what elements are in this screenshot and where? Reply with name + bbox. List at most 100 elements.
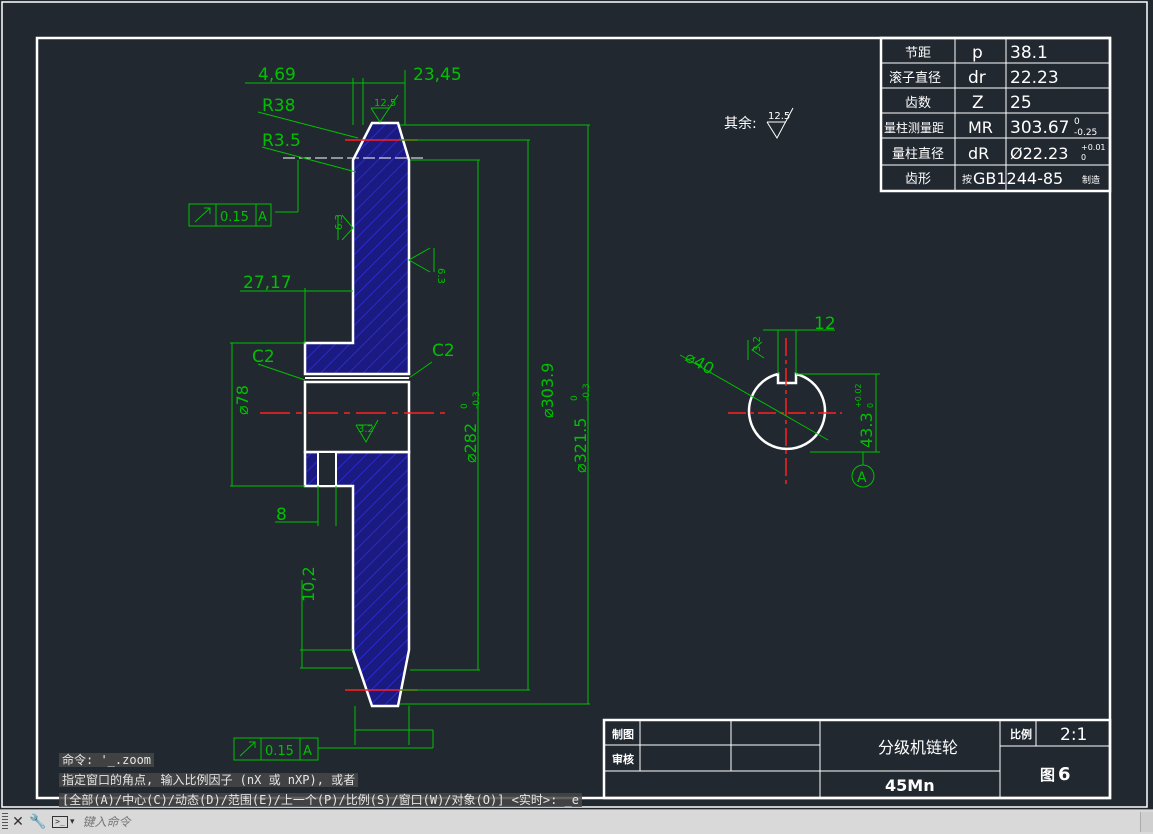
sprocket-section-view xyxy=(260,121,445,708)
dim-12: 12 xyxy=(814,314,836,334)
geometric-tolerance-frame-2: 0.15 A xyxy=(233,737,319,761)
title-block xyxy=(602,718,1112,800)
dim-diameter-321-5-lower: -0.3 xyxy=(582,383,592,401)
other-roughness-value: 12.5 xyxy=(768,111,790,122)
param-symbol-roller: dr xyxy=(968,68,986,88)
param-value-profile: GB1244-85 xyxy=(973,169,1063,188)
roughness-top-text: 12.5 xyxy=(374,98,396,109)
other-roughness-label: 其余: xyxy=(724,115,757,132)
param-value-pin: Ø22.23 xyxy=(1010,144,1068,163)
parameter-table xyxy=(879,36,1112,193)
roughness-bore-text: 3.2 xyxy=(358,424,374,435)
param-label-teeth: 齿数 xyxy=(905,96,931,111)
dim-23-45: 23,45 xyxy=(413,65,462,85)
command-prompt-button[interactable]: >_ ▾ xyxy=(52,816,75,828)
dim-diameter-282: ⌀282 xyxy=(461,423,480,463)
param-label-roller: 滚子直径 xyxy=(889,70,941,86)
drawing-canvas[interactable]: 12.5 6.3 6.3 3.2 4,69 23,45 R38 R3.5 27,… xyxy=(0,0,1153,809)
dim-4-69: 4,69 xyxy=(258,65,296,85)
title-scale-value: 2:1 xyxy=(1060,725,1087,745)
dim-r38: R38 xyxy=(262,96,295,116)
param-symbol-teeth: Z xyxy=(972,93,984,113)
dim-r3-5: R3.5 xyxy=(262,131,301,151)
dim-diameter-321-5-upper: 0 xyxy=(570,395,580,401)
runout-icon xyxy=(239,741,256,757)
command-history-line: 命令: '_.zoom xyxy=(59,750,599,770)
dim-diameter-303-9: ⌀303.9 xyxy=(538,363,557,418)
command-prompt-icon: >_ xyxy=(52,816,68,828)
param-upper-measure: 0 xyxy=(1074,117,1080,127)
sprocket-profile xyxy=(303,121,411,376)
param-value-measure: 303.67 xyxy=(1010,118,1069,138)
dim-43-3-lower: 0 xyxy=(866,403,875,408)
geometric-tolerance-frame-1: 0.15 A xyxy=(188,203,272,227)
title-check-label: 审核 xyxy=(612,752,634,766)
command-line-bar: ✕ 🔧 >_ ▾ xyxy=(0,809,1153,834)
dim-43-3: 43.3 xyxy=(857,412,876,448)
roughness-symbol-left xyxy=(337,214,354,241)
keyway xyxy=(317,451,337,487)
title-sheet-no: 6 xyxy=(1058,764,1071,785)
title-draw-label: 制图 xyxy=(612,727,634,741)
param-value-pitch: 38.1 xyxy=(1010,43,1048,63)
command-input[interactable] xyxy=(80,811,1140,833)
tol1-value: 0.15 xyxy=(220,210,249,225)
dim-diameter-282-upper: 0 xyxy=(460,403,470,409)
dim-c2-left: C2 xyxy=(252,347,275,367)
dim-8: 8 xyxy=(276,505,287,525)
title-block-text: 制图 审核 分级机链轮 45Mn 比例 2:1 图 6 xyxy=(612,725,1087,795)
param-symbol-pitch: p xyxy=(972,43,983,63)
runout-icon xyxy=(194,207,211,223)
param-value-teeth: 25 xyxy=(1010,93,1032,113)
dim-43-3-upper: +0.02 xyxy=(854,383,863,408)
param-value-roller: 22.23 xyxy=(1010,68,1059,88)
datum-a-circle xyxy=(851,464,875,488)
command-history-line: 指定窗口的角点, 输入比例因子 (nX 或 nXP), 或者 xyxy=(59,770,599,790)
dim-diameter-282-lower: -0.3 xyxy=(472,391,482,409)
param-label-pin: 量柱直径 xyxy=(892,147,944,162)
outer-sheet-border xyxy=(1,1,1148,808)
dim-c2-right: C2 xyxy=(432,341,455,361)
param-symbol-pin: dR xyxy=(968,144,989,163)
title-scale-label: 比例 xyxy=(1010,727,1032,741)
dim-27-17: 27,17 xyxy=(243,273,292,293)
datum-a-label: A xyxy=(857,470,867,486)
dim-10-2: 10,2 xyxy=(299,566,318,602)
roughness-right-text: 6.3 xyxy=(435,268,446,284)
bore-circle-with-keyway xyxy=(747,372,827,451)
title-sheet-label: 图 xyxy=(1040,766,1055,784)
param-label-profile: 齿形 xyxy=(905,172,931,187)
command-history-line: [全部(A)/中心(C)/动态(D)/范围(E)/上一个(P)/比例(S)/窗口… xyxy=(59,790,599,810)
roughness-left-text: 6.3 xyxy=(334,214,345,230)
tol1-datum: A xyxy=(258,210,267,225)
title-part-name: 分级机链轮 xyxy=(878,738,958,757)
roughness-symbol-right xyxy=(407,247,435,273)
close-icon[interactable]: ✕ xyxy=(12,814,24,830)
roughness-symbol-other xyxy=(766,107,794,139)
param-lower-pin: 0 xyxy=(1081,153,1086,162)
roughness-symbol-top xyxy=(370,94,399,123)
param-lower-measure: -0.25 xyxy=(1074,128,1097,138)
bore-keyway-view xyxy=(728,338,842,488)
drag-grip-icon[interactable] xyxy=(2,813,8,831)
dim-diameter-321-5: ⌀321.5 xyxy=(571,418,590,473)
command-line-scrollbar[interactable] xyxy=(1140,812,1153,832)
command-history: 命令: '_.zoom 指定窗口的角点, 输入比例因子 (nX 或 nXP), … xyxy=(59,750,599,810)
roughness-key-text: 3.2 xyxy=(752,336,763,352)
wrench-icon[interactable]: 🔧 xyxy=(29,814,47,830)
param-suffix-profile: 制造 xyxy=(1082,174,1100,186)
dim-diameter-78: ⌀78 xyxy=(233,385,252,415)
tol2-value: 0.15 xyxy=(265,744,294,759)
chevron-down-icon: ▾ xyxy=(70,817,75,827)
param-upper-pin: +0.01 xyxy=(1081,143,1106,152)
title-material: 45Mn xyxy=(885,776,935,795)
tol2-datum: A xyxy=(303,744,312,759)
param-label-measure: 量柱测量距 xyxy=(884,120,944,135)
bore-dimension-lines xyxy=(679,329,880,465)
roughness-symbol-bore xyxy=(355,419,379,444)
param-label-pitch: 节距 xyxy=(905,46,931,61)
parameter-table-text: 节距 p 38.1 滚子直径 dr 22.23 齿数 Z 25 量柱测量距 MR… xyxy=(884,43,1106,188)
param-prefix-profile: 按 xyxy=(962,173,972,186)
bore-section xyxy=(303,380,411,454)
dimension-lines xyxy=(230,70,590,749)
